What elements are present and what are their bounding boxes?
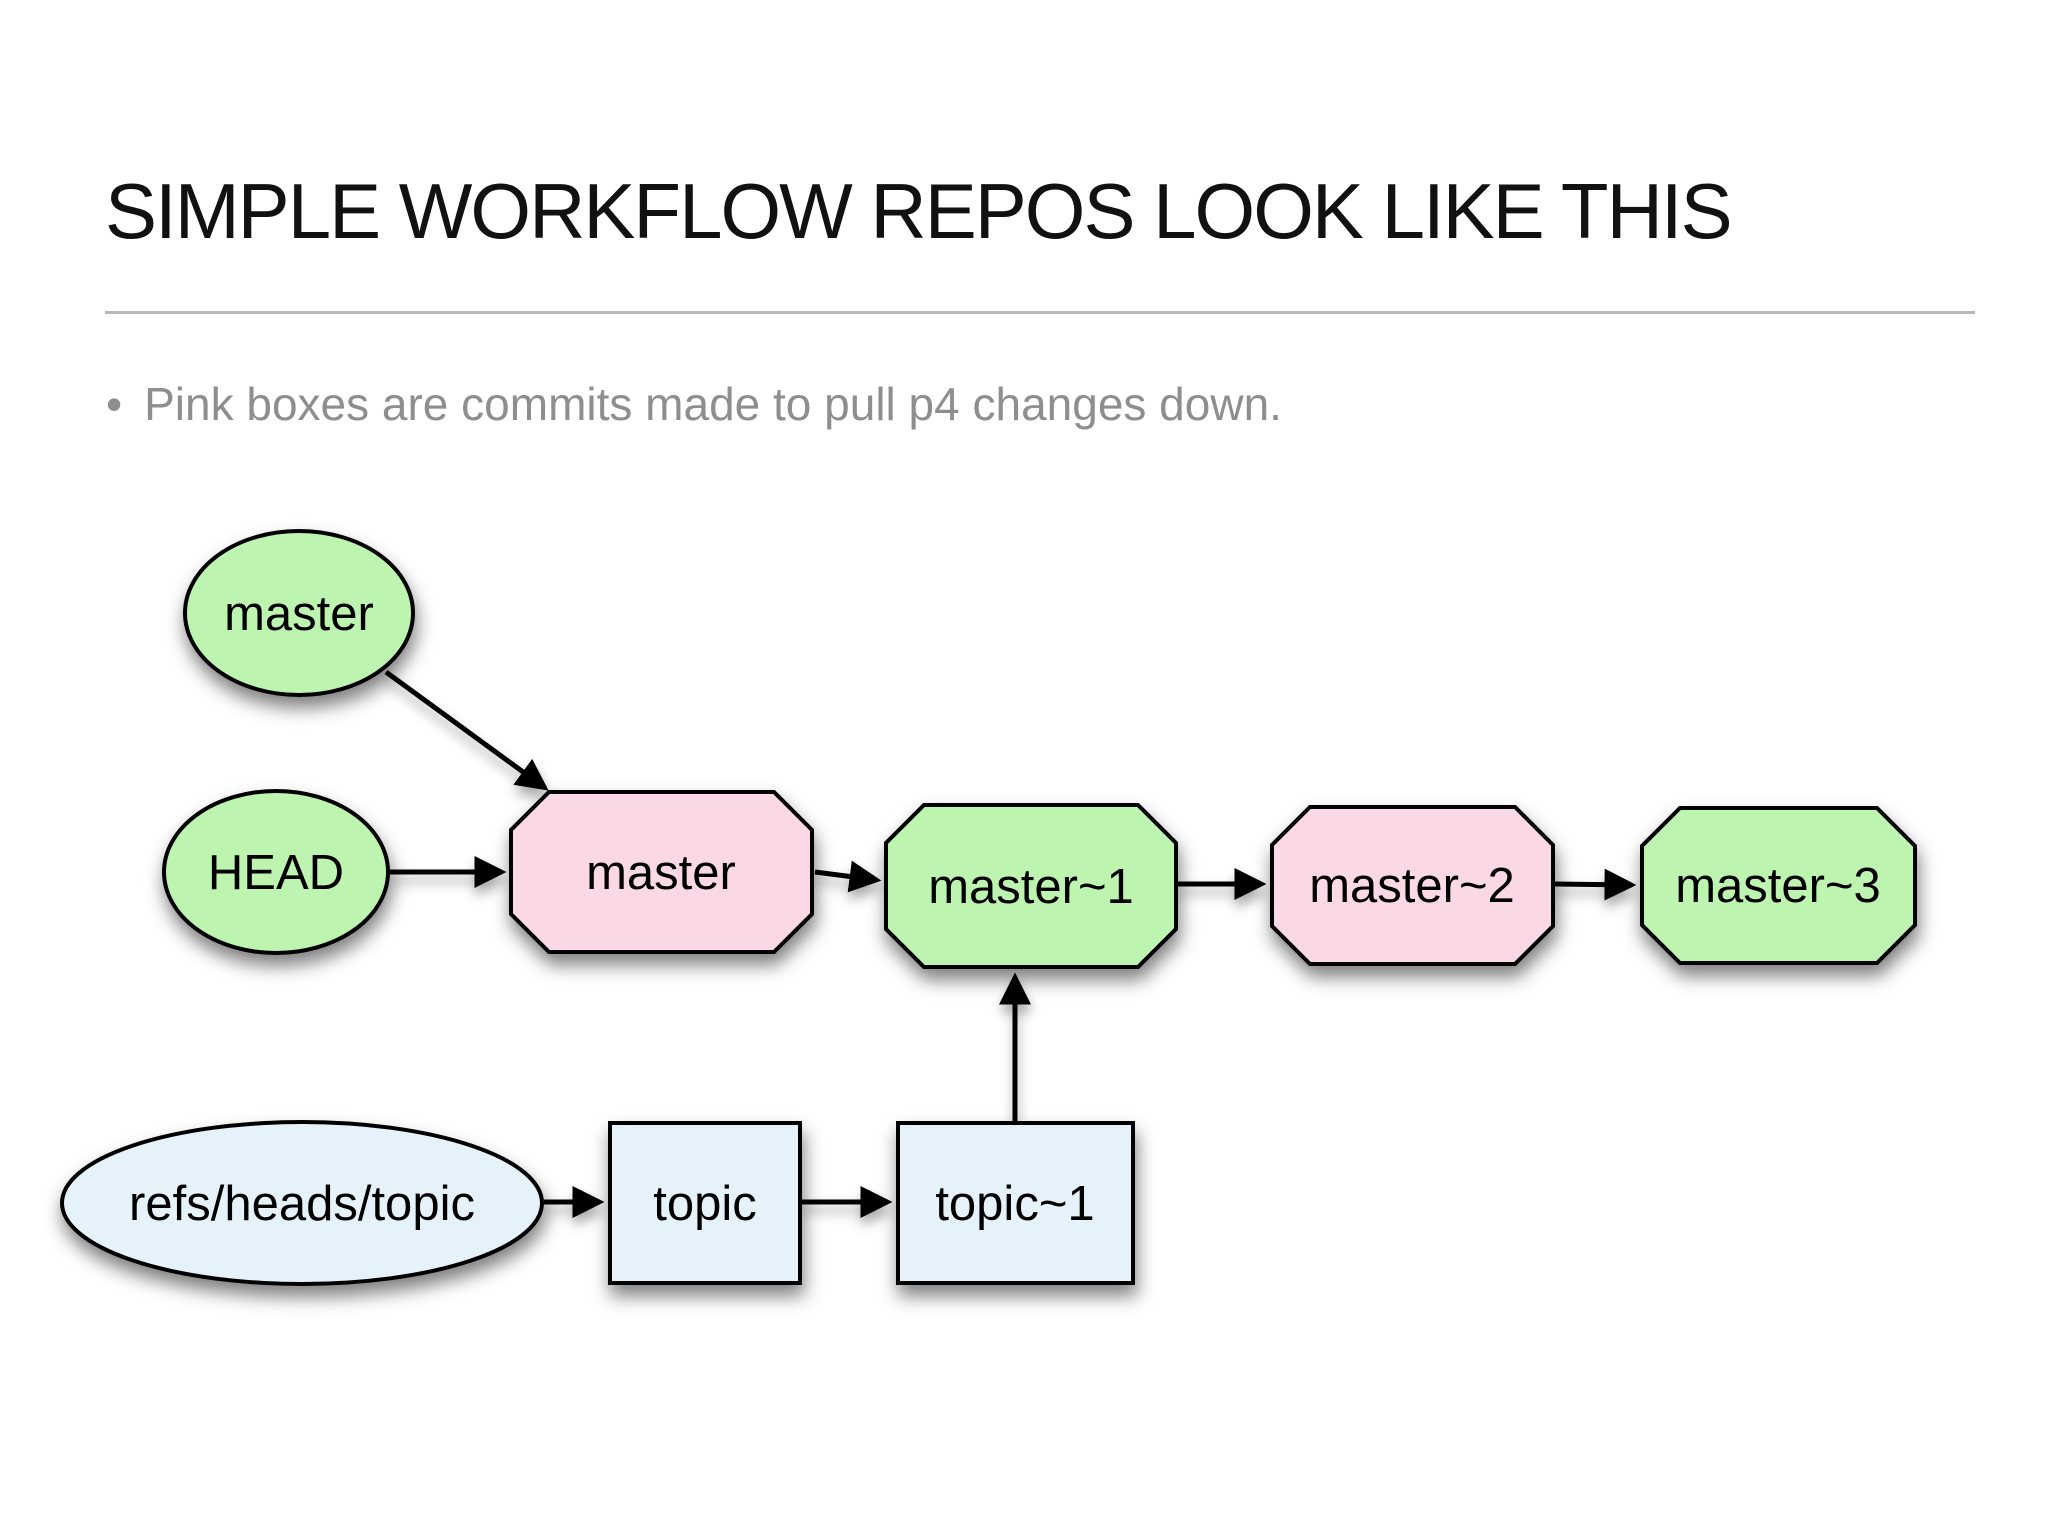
bullet-text: Pink boxes are commits made to pull p4 c… <box>144 378 1282 430</box>
edges-layer <box>384 669 1637 1219</box>
topic-1-shape <box>896 1121 1135 1285</box>
node-head-ref: HEAD <box>162 789 390 955</box>
title-divider <box>105 311 1975 314</box>
edge-master-ref-to-master-commit <box>384 669 549 791</box>
node-master-ref: master <box>183 529 415 697</box>
edge-master-2-to-master-3 <box>1554 868 1637 901</box>
master-commit-label: master <box>586 846 736 900</box>
master-3-label: master~3 <box>1675 859 1881 913</box>
node-master-3: master~3 <box>1640 806 1917 965</box>
master-1-shape <box>884 803 1178 969</box>
master-commit-shape <box>509 790 814 954</box>
topic-label: topic <box>653 1177 757 1231</box>
node-master-1: master~1 <box>884 803 1178 969</box>
head-ref-shape <box>162 789 390 955</box>
node-master-commit: master <box>509 790 814 954</box>
topic-shape <box>608 1121 802 1285</box>
bullet-marker: • <box>106 378 123 430</box>
node-topic: topic <box>608 1121 802 1285</box>
topic-1-label: topic~1 <box>935 1177 1094 1231</box>
master-2-shape <box>1270 805 1555 966</box>
node-master-2: master~2 <box>1270 805 1555 966</box>
node-topic-ref: refs/heads/topic <box>60 1120 544 1286</box>
topic-ref-label: refs/heads/topic <box>129 1177 475 1231</box>
slide-title: SIMPLE WORKFLOW REPOS LOOK LIKE THIS <box>105 167 1733 255</box>
head-ref-label: HEAD <box>208 846 344 900</box>
master-1-label: master~1 <box>928 860 1134 914</box>
node-topic-1: topic~1 <box>896 1121 1135 1285</box>
master-ref-shape <box>183 529 415 697</box>
master-3-shape <box>1640 806 1917 965</box>
edge-master-commit-to-master-1 <box>814 860 882 893</box>
bullet-item: • Pink boxes are commits made to pull p4… <box>106 378 1282 431</box>
topic-ref-shape <box>60 1120 544 1286</box>
master-2-label: master~2 <box>1309 859 1515 913</box>
master-ref-label: master <box>224 587 374 641</box>
